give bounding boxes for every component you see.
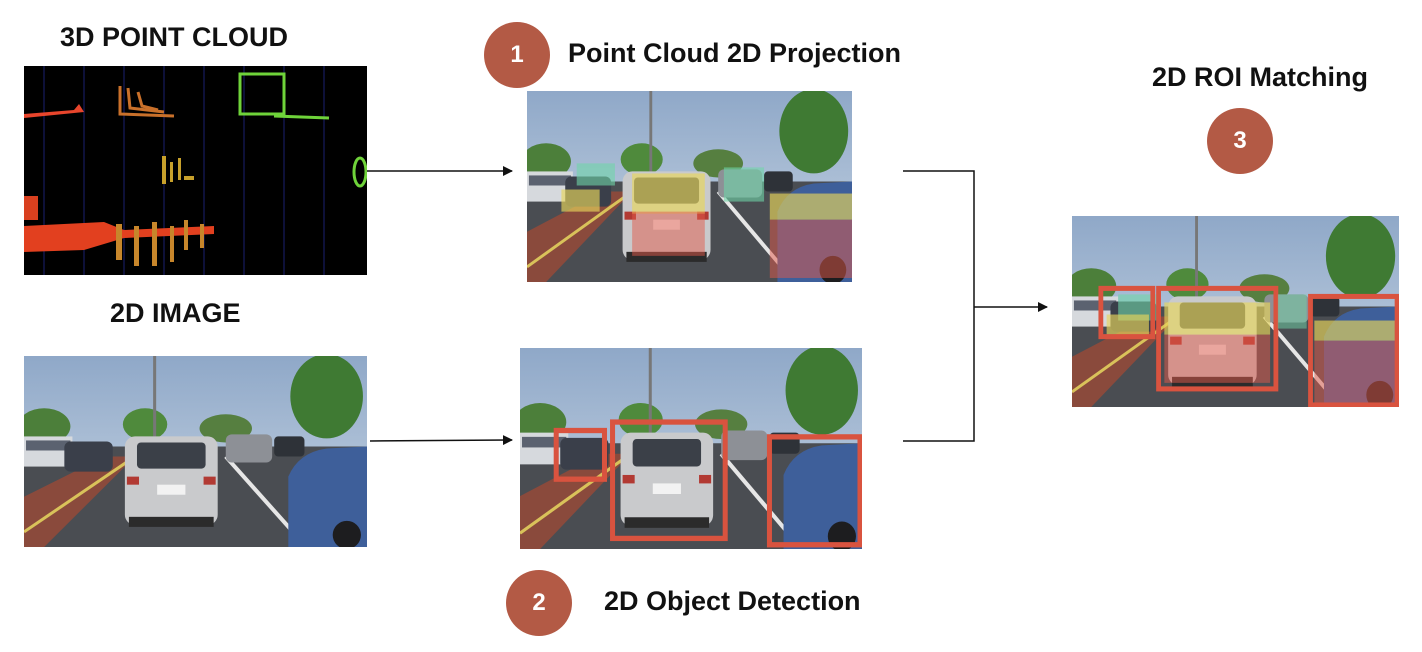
point-cloud-panel bbox=[24, 66, 367, 275]
step-1-label: Point Cloud 2D Projection bbox=[568, 38, 902, 68]
step-3-label: 2D ROI Matching bbox=[1152, 62, 1369, 92]
roi-matching-image-panel bbox=[1072, 216, 1399, 407]
projection-image-panel bbox=[527, 91, 852, 282]
arrow-image-to-detection bbox=[369, 435, 513, 446]
merge-connector bbox=[903, 170, 975, 442]
step-1-badge: 1 bbox=[484, 22, 550, 88]
step-2-label: 2D Object Detection bbox=[604, 586, 861, 616]
image-title: 2D IMAGE bbox=[110, 298, 241, 328]
step-2-badge: 2 bbox=[506, 570, 572, 636]
point-cloud-title: 3D POINT CLOUD bbox=[60, 22, 289, 52]
step-3-badge: 3 bbox=[1207, 108, 1273, 174]
detection-image-panel bbox=[520, 348, 862, 549]
